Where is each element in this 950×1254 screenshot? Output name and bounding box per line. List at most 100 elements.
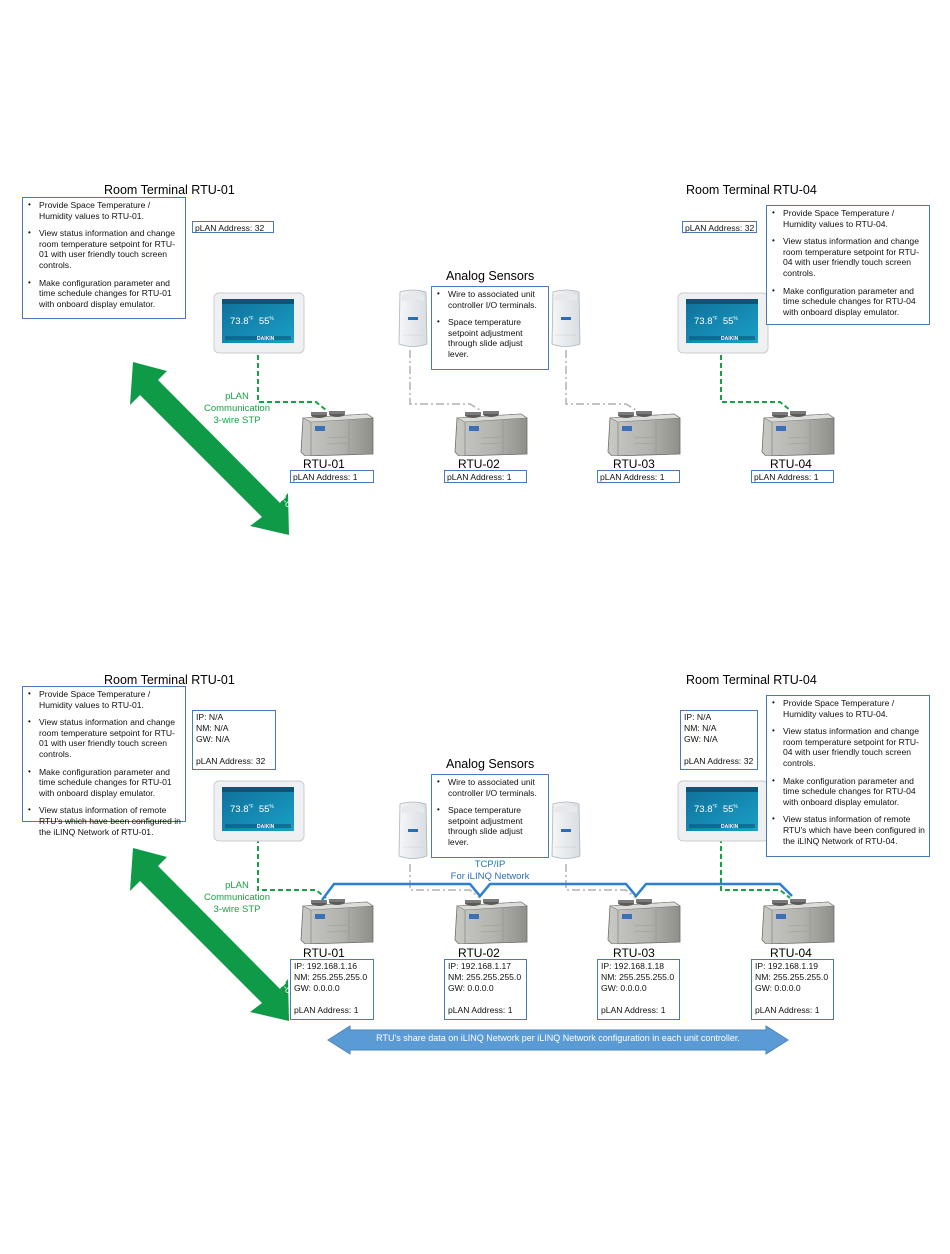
plan-wire-rtu04-top bbox=[720, 355, 791, 411]
nm-field: NM: 255.255.255.0 bbox=[294, 972, 368, 982]
nm-field: NM: N/A bbox=[684, 723, 717, 733]
room-terminal-share-arrow-bottom bbox=[130, 848, 289, 1021]
thermostat-readout-top-right: 73.8°F 55% bbox=[694, 316, 738, 328]
unit-label-rtu03-bottom: RTU-03 bbox=[613, 946, 655, 960]
sensor-wire-rtu03-top bbox=[565, 350, 637, 411]
sensor-info-box-bottom: Wire to associated unit controller I/O t… bbox=[431, 774, 549, 858]
title-analog-sensors-bottom: Analog Sensors bbox=[446, 757, 535, 771]
unit-label-rtu02-top: RTU-02 bbox=[458, 457, 500, 471]
thermostat-brand-bottom-right: DAIKIN bbox=[721, 824, 739, 830]
gw-field: GW: 0.0.0.0 bbox=[448, 983, 494, 993]
gw-field: GW: N/A bbox=[196, 734, 230, 744]
unit-label-rtu03-top: RTU-03 bbox=[613, 457, 655, 471]
nm-field: NM: N/A bbox=[196, 723, 229, 733]
bullet-item: Make configuration parameter and time sc… bbox=[28, 278, 182, 310]
sensor-device-right-bottom bbox=[551, 801, 581, 860]
bullet-item: View status information and change room … bbox=[772, 726, 926, 768]
bullet-item: Wire to associated unit controller I/O t… bbox=[437, 777, 545, 798]
rtu-unit-01-bottom bbox=[300, 898, 374, 944]
thermostat-brand-bottom-left: DAIKIN bbox=[257, 824, 275, 830]
terminal-info-box-rtu01-bottom: Provide Space Temperature / Humidity val… bbox=[22, 686, 186, 837]
unit-label-rtu04-bottom: RTU-04 bbox=[770, 946, 812, 960]
sensor-device-left-top bbox=[398, 289, 428, 348]
title-room-terminal-rtu01-bottom: Room Terminal RTU-01 bbox=[104, 673, 235, 687]
rtu-unit-02-bottom bbox=[454, 898, 528, 944]
unit-label-rtu04-top: RTU-04 bbox=[770, 457, 812, 471]
gw-field: GW: 0.0.0.0 bbox=[294, 983, 340, 993]
rtu-unit-03-top bbox=[607, 410, 681, 456]
title-room-terminal-rtu04-top: Room Terminal RTU-04 bbox=[686, 183, 817, 197]
plan-address-terminal-rtu04-top: pLAN Address: 32 bbox=[682, 221, 757, 233]
bullet-item: Provide Space Temperature / Humidity val… bbox=[28, 689, 182, 710]
bullet-item: Provide Space Temperature / Humidity val… bbox=[772, 698, 926, 719]
bullet-item: View status information of remote RTU's … bbox=[772, 814, 926, 846]
plan-field: pLAN Address: 1 bbox=[755, 1005, 820, 1015]
thermostat-readout-bottom-left: 73.8°F 55% bbox=[230, 804, 274, 816]
network-box-unit-rtu04: IP: 192.168.1.19 NM: 255.255.255.0 GW: 0… bbox=[751, 959, 834, 1020]
network-box-unit-rtu02: IP: 192.168.1.17 NM: 255.255.255.0 GW: 0… bbox=[444, 959, 527, 1020]
network-box-terminal-rtu04: IP: N/A NM: N/A GW: N/A pLAN Address: 32 bbox=[680, 710, 758, 770]
terminal-info-box-rtu01-top: Provide Space Temperature / Humidity val… bbox=[22, 197, 186, 319]
terminal-info-box-rtu04-bottom: Provide Space Temperature / Humidity val… bbox=[766, 695, 930, 857]
network-box-terminal-rtu01: IP: N/A NM: N/A GW: N/A pLAN Address: 32 bbox=[192, 710, 276, 770]
thermostat-brand-top-right: DAIKIN bbox=[721, 336, 739, 342]
sensor-info-box-top: Wire to associated unit controller I/O t… bbox=[431, 286, 549, 370]
sensor-device-left-bottom bbox=[398, 801, 428, 860]
plan-wire-rtu01-top bbox=[257, 355, 327, 411]
rtu-unit-04-top bbox=[761, 410, 835, 456]
unit-label-rtu01-top: RTU-01 bbox=[303, 457, 345, 471]
room-terminal-share-arrow-top bbox=[130, 362, 289, 535]
plan-address-unit-rtu01-top: pLAN Address: 1 bbox=[290, 470, 374, 483]
gw-field: GW: 0.0.0.0 bbox=[601, 983, 647, 993]
ip-field: IP: 192.168.1.18 bbox=[601, 961, 665, 971]
title-room-terminal-rtu04-bottom: Room Terminal RTU-04 bbox=[686, 673, 817, 687]
bullet-item: Wire to associated unit controller I/O t… bbox=[437, 289, 545, 310]
plan-field: pLAN Address: 1 bbox=[294, 1005, 359, 1015]
plan-address-terminal-rtu01-top: pLAN Address: 32 bbox=[192, 221, 274, 233]
rtu-unit-03-bottom bbox=[607, 898, 681, 944]
bullet-item: Make configuration parameter and time sc… bbox=[772, 286, 926, 318]
ilinq-share-banner-arrow bbox=[327, 1025, 789, 1055]
ip-field: IP: N/A bbox=[196, 712, 224, 722]
rtu-unit-04-bottom bbox=[761, 898, 835, 944]
bullet-item: Make configuration parameter and time sc… bbox=[772, 776, 926, 808]
sensor-wire-rtu03-bottom bbox=[565, 864, 637, 899]
bullet-item: View status information and change room … bbox=[772, 236, 926, 278]
rtu-unit-01-top bbox=[300, 410, 374, 456]
plan-address-unit-rtu04-top: pLAN Address: 1 bbox=[751, 470, 834, 483]
bullet-item: Provide Space Temperature / Humidity val… bbox=[28, 200, 182, 221]
network-box-unit-rtu01: IP: 192.168.1.16 NM: 255.255.255.0 GW: 0… bbox=[290, 959, 374, 1020]
sensor-wire-rtu02-bottom bbox=[409, 864, 481, 899]
bullet-item: Provide Space Temperature / Humidity val… bbox=[772, 208, 926, 229]
unit-label-rtu01-bottom: RTU-01 bbox=[303, 946, 345, 960]
thermostat-readout-top-left: 73.8°F 55% bbox=[230, 316, 274, 328]
terminal-info-box-rtu04-top: Provide Space Temperature / Humidity val… bbox=[766, 205, 930, 325]
nm-field: NM: 255.255.255.0 bbox=[601, 972, 675, 982]
ip-field: IP: 192.168.1.19 bbox=[755, 961, 819, 971]
sensor-device-right-top bbox=[551, 289, 581, 348]
rtu-unit-02-top bbox=[454, 410, 528, 456]
plan-communication-label-top: pLAN Communication 3-wire STP bbox=[204, 391, 270, 426]
bullet-item: Make configuration parameter and time sc… bbox=[28, 767, 182, 799]
network-box-unit-rtu03: IP: 192.168.1.18 NM: 255.255.255.0 GW: 0… bbox=[597, 959, 680, 1020]
plan-communication-label-bottom: pLAN Communication 3-wire STP bbox=[204, 880, 270, 915]
nm-field: NM: 255.255.255.0 bbox=[448, 972, 522, 982]
bullet-item: View status information of remote RTU's … bbox=[28, 805, 182, 837]
plan-field: pLAN Address: 1 bbox=[601, 1005, 666, 1015]
ip-field: IP: 192.168.1.17 bbox=[448, 961, 512, 971]
ilinq-share-banner-text: RTU's share data on iLINQ Network per iL… bbox=[376, 1033, 740, 1043]
unit-label-rtu02-bottom: RTU-02 bbox=[458, 946, 500, 960]
plan-field: pLAN Address: 32 bbox=[196, 756, 266, 766]
title-room-terminal-rtu01-top: Room Terminal RTU-01 bbox=[104, 183, 235, 197]
plan-field: pLAN Address: 32 bbox=[684, 756, 754, 766]
plan-wire-rtu01-bottom bbox=[257, 838, 327, 899]
thermostat-brand-top-left: DAIKIN bbox=[257, 336, 275, 342]
gw-field: GW: 0.0.0.0 bbox=[755, 983, 801, 993]
ip-field: IP: 192.168.1.16 bbox=[294, 961, 358, 971]
thermostat-readout-bottom-right: 73.8°F 55% bbox=[694, 804, 738, 816]
title-analog-sensors-top: Analog Sensors bbox=[446, 269, 535, 283]
ilinq-network-line bbox=[321, 882, 793, 901]
sensor-wire-rtu02-top bbox=[409, 350, 481, 411]
tcpip-network-label: TCP/IP For iLINQ Network bbox=[450, 859, 530, 882]
